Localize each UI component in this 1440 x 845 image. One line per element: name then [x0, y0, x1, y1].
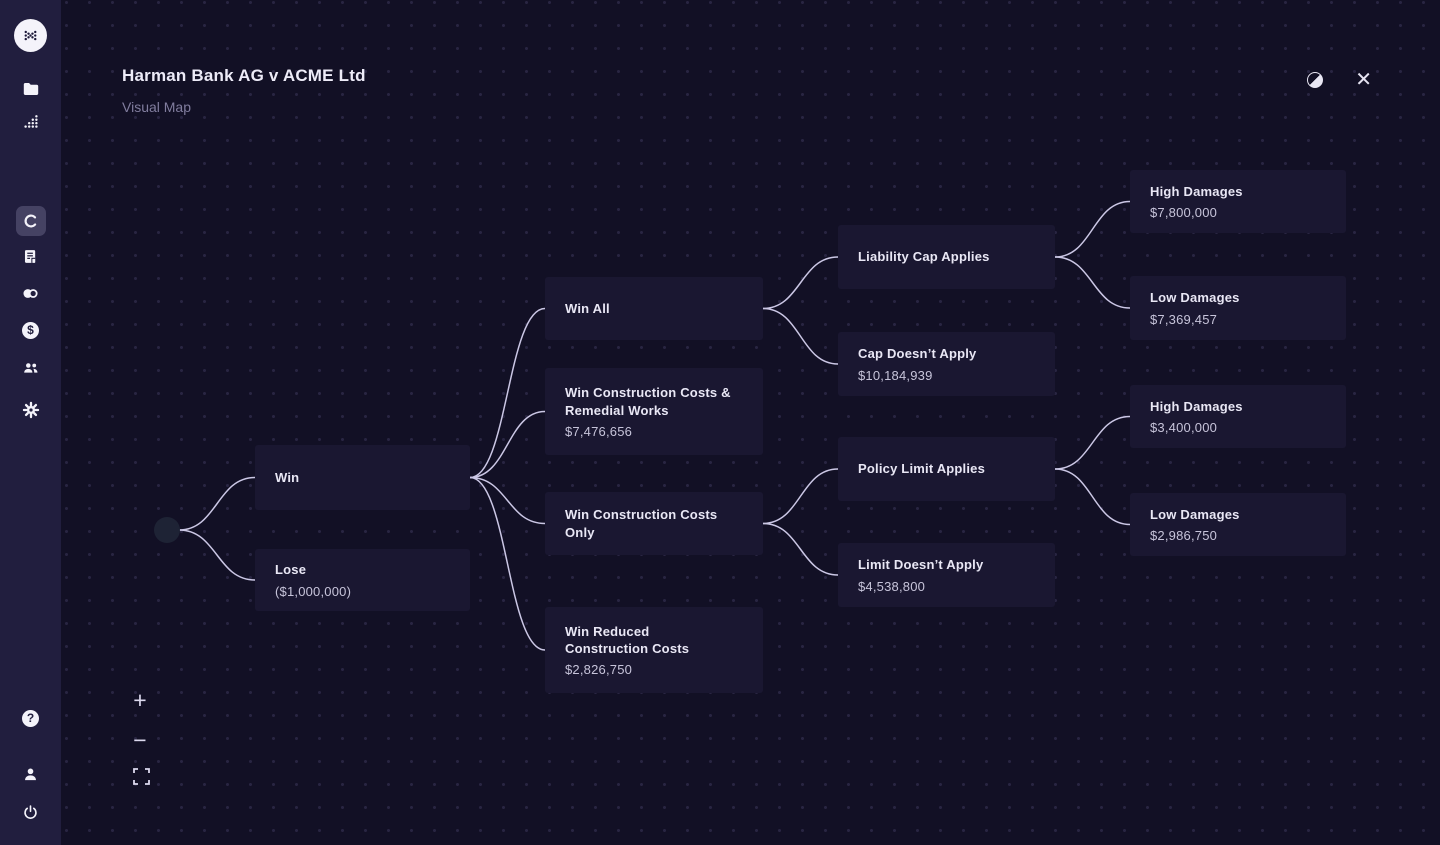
fit-screen-glyph [132, 768, 150, 785]
node-title: Lose [275, 562, 307, 578]
visual-map-icon [24, 214, 37, 228]
sidebar-item-account[interactable] [16, 759, 46, 789]
tree-node-low-damages-policy[interactable]: Low Damages $2,986,750 [1130, 493, 1346, 556]
tree-edge [1054, 415, 1131, 470]
app-sidebar: $ ? [0, 0, 61, 845]
node-title: Win Construction Costs & Remedial Works [565, 385, 731, 418]
tree-node-high-damages-cap[interactable]: High Damages $7,800,000 [1130, 170, 1346, 233]
node-value: $7,476,656 [565, 423, 633, 439]
tree-edge [1054, 256, 1131, 309]
hex-dots-logo-icon [24, 30, 37, 41]
node-value: $7,369,457 [1150, 311, 1218, 327]
tree-node-win-all[interactable]: Win All [545, 277, 763, 340]
tree-node-win[interactable]: Win [255, 445, 470, 510]
node-value: $7,800,000 [1150, 205, 1218, 221]
toggle-icon [23, 288, 38, 298]
report-icon [24, 249, 36, 263]
help-icon: ? [22, 709, 39, 727]
settings-gear-icon [22, 401, 39, 419]
node-title: Low Damages [1150, 290, 1240, 306]
sidebar-item-settings[interactable] [16, 395, 46, 425]
node-title: Policy Limit Applies [858, 461, 986, 477]
node-value: $4,538,800 [858, 578, 926, 594]
users-icon [23, 363, 37, 373]
node-title: Limit Doesn’t Apply [858, 557, 984, 573]
node-title: Liability Cap Applies [858, 249, 990, 265]
tree-node-high-damages-policy[interactable]: High Damages $3,400,000 [1130, 385, 1346, 448]
tree-edge [469, 476, 546, 525]
tree-edge [762, 256, 839, 310]
tree-node-liability-cap-applies[interactable]: Liability Cap Applies [838, 225, 1055, 289]
tree-edge [1054, 468, 1131, 526]
tree-node-low-damages-cap[interactable]: Low Damages $7,369,457 [1130, 276, 1346, 340]
tree-edge [469, 307, 546, 479]
sidebar-item-scenarios[interactable] [16, 278, 46, 308]
zoom-in-button[interactable]: + [128, 686, 152, 714]
tree-root-node[interactable] [154, 517, 180, 543]
sidebar-item-visual-map[interactable] [15, 206, 46, 236]
tree-node-cap-doesnt-apply[interactable]: Cap Doesn’t Apply $10,184,939 [838, 332, 1055, 396]
node-title: High Damages [1150, 183, 1243, 199]
header-actions: ✕ [1307, 70, 1372, 90]
tree-edge [178, 476, 256, 531]
sidebar-item-parties[interactable] [16, 353, 46, 383]
fit-screen-icon[interactable] [128, 766, 152, 790]
tree-edge [762, 522, 839, 576]
node-title: High Damages [1150, 398, 1243, 414]
sidebar-item-help[interactable]: ? [16, 703, 46, 733]
node-title: Win [275, 469, 300, 485]
dollar-icon: $ [22, 321, 39, 339]
case-header: Harman Bank AG v ACME Ltd Visual Map [122, 66, 366, 115]
sidebar-item-logout[interactable] [16, 797, 46, 827]
tree-edge [178, 529, 256, 581]
tree-node-win-reduced-cc[interactable]: Win Reduced Construction Costs $2,826,750 [545, 607, 763, 693]
node-title: Win Construction Costs Only [565, 507, 718, 540]
sidebar-item-files[interactable] [16, 74, 46, 104]
node-value: $2,986,750 [1150, 528, 1218, 544]
tree-edge [762, 307, 839, 365]
sidebar-item-finance[interactable]: $ [16, 315, 46, 345]
page-title: Harman Bank AG v ACME Ltd [122, 66, 366, 85]
node-title: Low Damages [1150, 506, 1240, 522]
node-title: Win All [565, 300, 610, 316]
node-title: Cap Doesn’t Apply [858, 346, 977, 362]
power-icon [24, 804, 37, 819]
node-title: Win Reduced Construction Costs [565, 623, 690, 656]
close-icon[interactable]: ✕ [1355, 69, 1372, 91]
zoom-out-button[interactable]: − [128, 726, 152, 754]
tree-node-policy-limit-applies[interactable]: Policy Limit Applies [838, 437, 1055, 501]
tree-edge [469, 410, 546, 479]
node-value: $10,184,939 [858, 367, 933, 383]
tree-edge [762, 468, 839, 525]
chart-dots-icon [23, 115, 38, 128]
app-logo[interactable] [14, 19, 47, 52]
tree-node-win-cc-only[interactable]: Win Construction Costs Only [545, 492, 763, 555]
node-value: $2,826,750 [565, 662, 633, 678]
canvas-zoom-controls: + − [128, 686, 152, 790]
folder-icon [23, 83, 38, 95]
tree-edge [1054, 200, 1131, 258]
sidebar-item-report[interactable] [16, 241, 46, 271]
sidebar-item-analytics[interactable] [16, 106, 46, 136]
page-subtitle: Visual Map [122, 99, 192, 115]
node-value: $3,400,000 [1150, 420, 1218, 436]
tree-node-win-cc-remedial[interactable]: Win Construction Costs & Remedial Works $… [545, 368, 763, 455]
tree-edge [469, 476, 546, 651]
user-icon [25, 768, 36, 780]
contrast-icon[interactable] [1307, 72, 1324, 88]
node-value: ($1,000,000) [275, 583, 352, 599]
tree-node-limit-doesnt-apply[interactable]: Limit Doesn’t Apply $4,538,800 [838, 543, 1055, 607]
tree-node-lose[interactable]: Lose ($1,000,000) [255, 549, 470, 611]
